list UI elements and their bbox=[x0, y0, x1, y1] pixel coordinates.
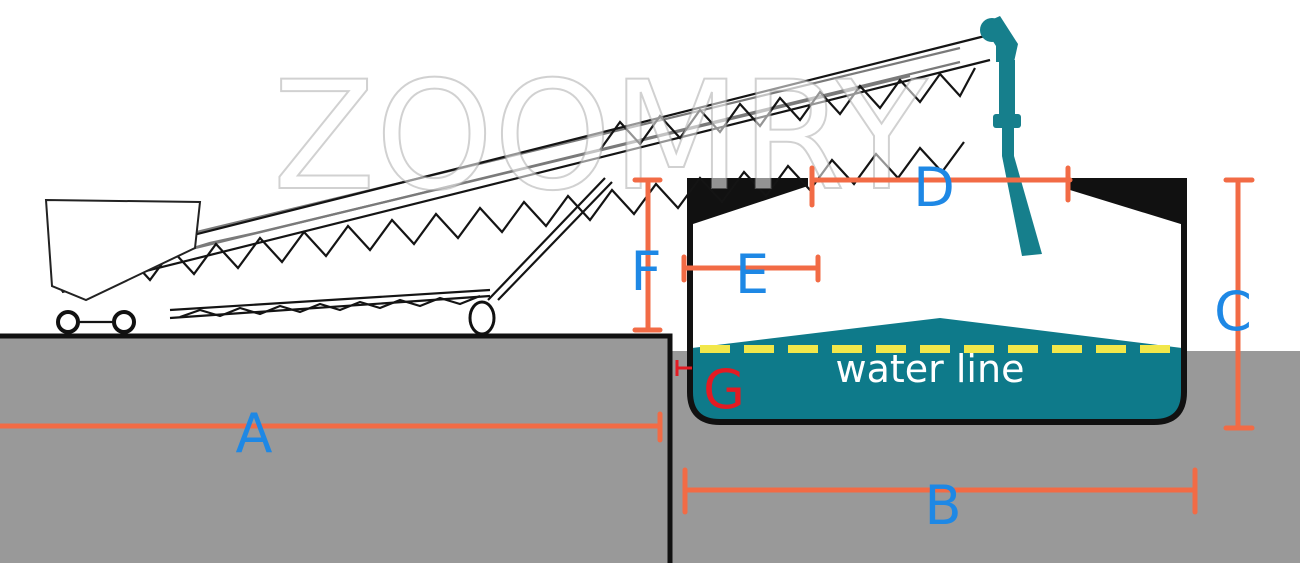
dimension-lines bbox=[0, 165, 1255, 515]
label-b: B bbox=[924, 474, 961, 537]
quay-ground bbox=[0, 336, 670, 563]
barge-deck-right bbox=[1070, 178, 1184, 225]
label-water-line: water line bbox=[836, 347, 1025, 391]
label-c: C bbox=[1214, 280, 1252, 343]
watermark: ZOOMRY bbox=[273, 50, 928, 224]
discharge-spout bbox=[980, 16, 1042, 256]
barge-deck-left bbox=[690, 178, 808, 225]
wheel-left bbox=[56, 310, 80, 334]
feed-hopper bbox=[44, 198, 202, 302]
barge-water-fill bbox=[692, 318, 1182, 420]
label-e: E bbox=[735, 243, 769, 306]
label-d: D bbox=[913, 156, 955, 219]
quay-edge bbox=[0, 333, 673, 563]
conveyor-truss bbox=[44, 34, 991, 336]
wheel-middle bbox=[112, 310, 136, 334]
barge-hull-outline bbox=[687, 178, 1187, 425]
wheel-rear bbox=[468, 300, 496, 336]
label-g: G bbox=[703, 358, 745, 421]
barge bbox=[687, 178, 1187, 425]
label-f: F bbox=[630, 240, 661, 303]
label-a: A bbox=[236, 402, 273, 465]
